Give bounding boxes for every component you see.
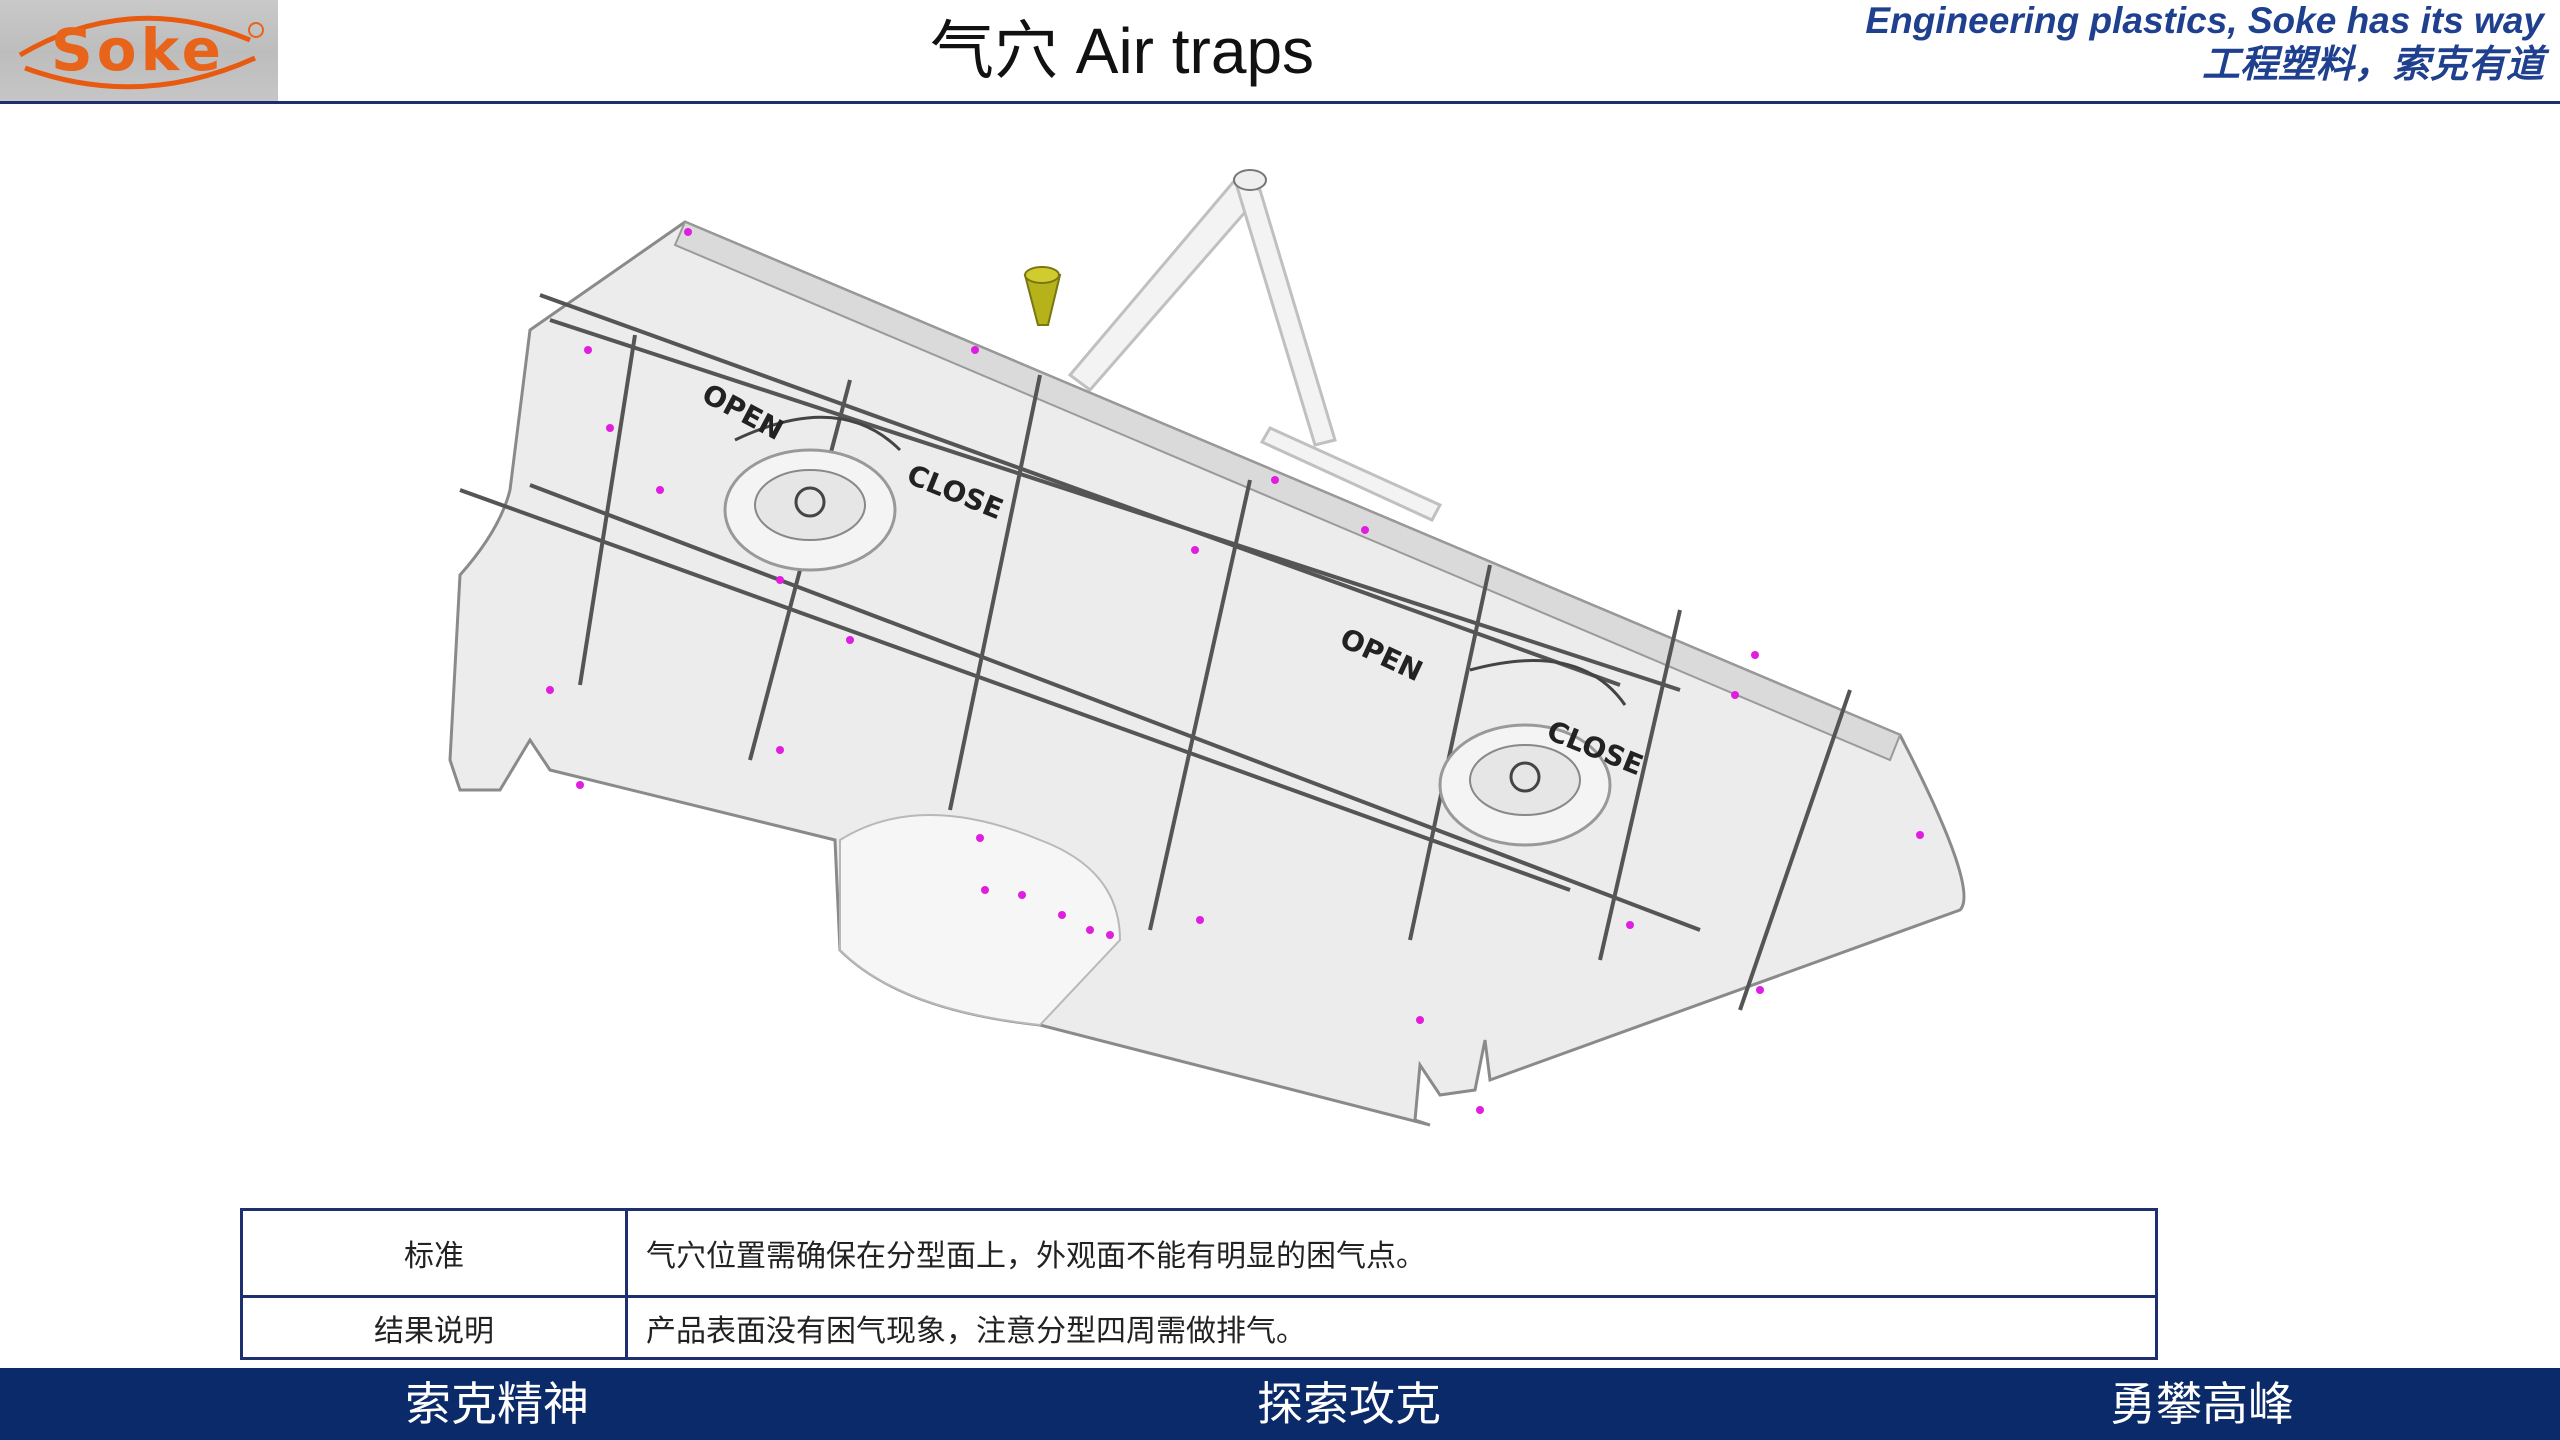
header-divider <box>0 101 2560 104</box>
result-table: 标准 气穴位置需确保在分型面上，外观面不能有明显的困气点。 结果说明 产品表面没… <box>240 1208 2158 1360</box>
slogan-english: Engineering plastics, Soke has its way <box>1865 0 2544 41</box>
page-title: 气穴 Air traps <box>930 15 1315 87</box>
standard-value: 气穴位置需确保在分型面上，外观面不能有明显的困气点。 <box>646 1239 1426 1274</box>
air-traps-model-figure: OPEN CLOSE OPEN CLOSE <box>420 150 2020 1140</box>
footer-slogan-3: 勇攀高峰 <box>2110 1377 2294 1431</box>
slogan-chinese: 工程塑料，索克有道 <box>2201 44 2544 86</box>
standard-label: 标准 <box>243 1211 628 1295</box>
svg-text:Soke: Soke <box>51 16 225 84</box>
company-logo: Soke <box>0 0 278 103</box>
page-header: Soke 气穴 Air traps Engineering plastics, … <box>0 0 2560 104</box>
result-label: 结果说明 <box>243 1298 628 1357</box>
footer-bar: 索克精神 探索攻克 勇攀高峰 <box>0 1368 2560 1440</box>
footer-slogan-1: 索克精神 <box>405 1377 589 1431</box>
result-value: 产品表面没有困气现象，注意分型四周需做排气。 <box>646 1313 1306 1349</box>
soke-logo-graphic: Soke <box>18 15 264 90</box>
tank-model-render: OPEN CLOSE OPEN CLOSE <box>448 169 1966 1127</box>
table-row: 结果说明 产品表面没有困气现象，注意分型四周需做排气。 <box>243 1298 2155 1357</box>
table-row: 标准 气穴位置需确保在分型面上，外观面不能有明显的困气点。 <box>243 1211 2155 1298</box>
footer-slogan-2: 探索攻克 <box>1257 1377 1441 1431</box>
